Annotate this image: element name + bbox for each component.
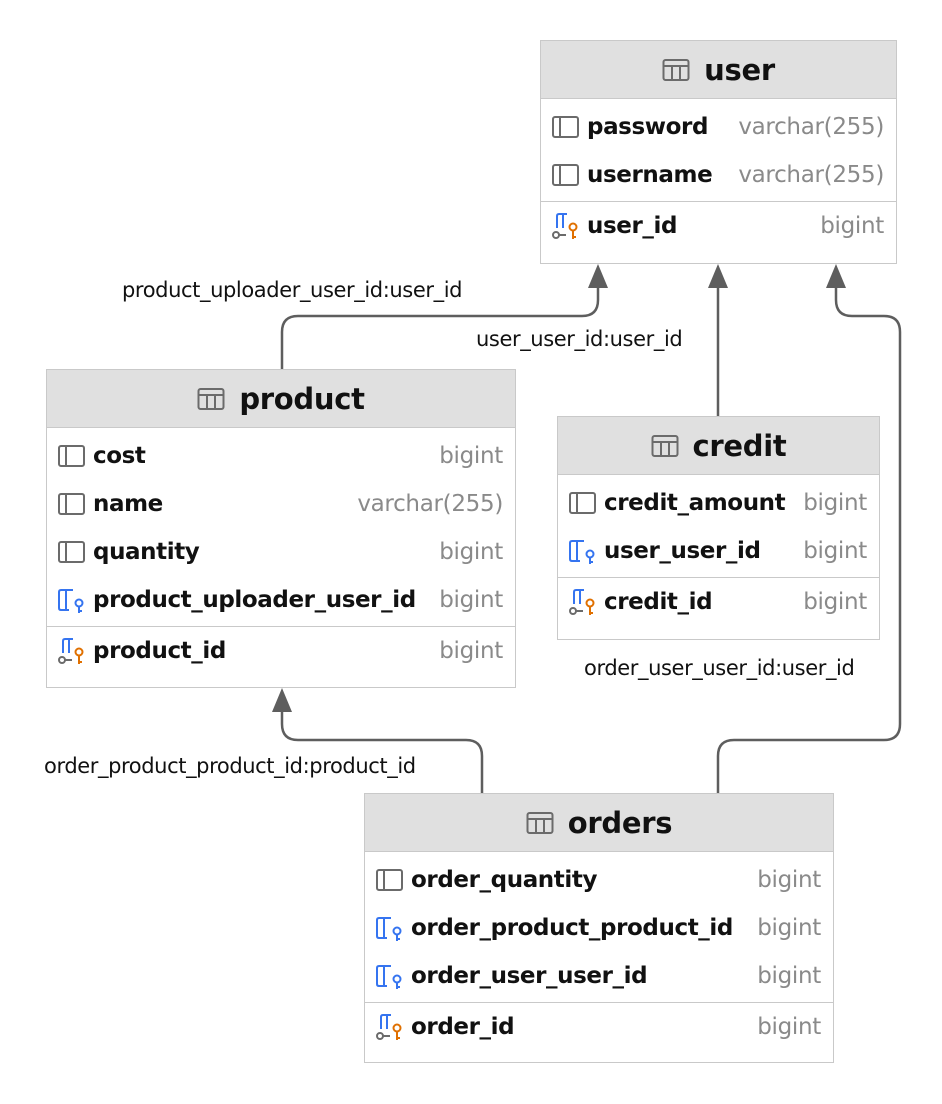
column-name: order_quantity (411, 867, 598, 893)
column-type: bigint (803, 589, 867, 615)
column-row[interactable]: order_user_user_id bigint (365, 952, 833, 1000)
column-row[interactable]: order_quantity bigint (365, 856, 833, 904)
column-name: cost (93, 443, 146, 469)
connector-orders-user (716, 286, 902, 793)
table-title-orders: orders (567, 805, 673, 840)
column-icon (57, 490, 87, 518)
relation-label-orders-product: order_product_product_id:product_id (44, 754, 416, 778)
connector-orders-product (280, 710, 484, 793)
column-row[interactable]: product_uploader_user_id bigint (47, 576, 515, 624)
table-icon (526, 811, 554, 835)
arrowhead-product-user (588, 264, 608, 288)
foreign-key-icon (375, 962, 405, 990)
column-row[interactable]: username varchar(255) (541, 151, 896, 199)
primary-key-row[interactable]: credit_id bigint (558, 578, 879, 626)
column-name: order_user_user_id (411, 963, 648, 989)
column-row[interactable]: order_product_product_id bigint (365, 904, 833, 952)
column-type: bigint (803, 490, 867, 516)
table-title-user: user (704, 52, 775, 87)
table-header-orders[interactable]: orders (365, 794, 833, 852)
column-name: username (587, 162, 713, 188)
column-name: product_id (93, 638, 226, 664)
column-icon (551, 161, 581, 189)
primary-key-row[interactable]: order_id bigint (365, 1003, 833, 1051)
column-icon (568, 489, 598, 517)
column-name: product_uploader_user_id (93, 587, 416, 613)
column-type: varchar(255) (738, 162, 884, 188)
column-row[interactable]: user_user_id bigint (558, 527, 879, 575)
column-icon (551, 113, 581, 141)
table-product[interactable]: product cost bigint name varchar(255) quanti… (46, 369, 516, 688)
primary-key-row[interactable]: user_id bigint (541, 202, 896, 250)
column-row[interactable]: credit_amount bigint (558, 479, 879, 527)
relation-label-product-user: product_uploader_user_id:user_id (122, 278, 463, 302)
column-row[interactable]: name varchar(255) (47, 480, 515, 528)
relation-label-credit-user: user_user_id:user_id (476, 327, 683, 351)
column-type: bigint (757, 915, 821, 941)
column-type: bigint (820, 213, 884, 239)
column-name: order_id (411, 1014, 515, 1040)
column-name: credit_id (604, 589, 713, 615)
table-header-product[interactable]: product (47, 370, 515, 428)
arrowhead-orders-product (272, 688, 292, 712)
primary-key-icon (375, 1013, 405, 1041)
relation-label-orders-user: order_user_user_id:user_id (584, 656, 855, 680)
column-type: bigint (439, 587, 503, 613)
table-header-credit[interactable]: credit (558, 417, 879, 475)
primary-key-divider (541, 201, 896, 202)
foreign-key-icon (375, 914, 405, 942)
column-type: bigint (439, 443, 503, 469)
column-name: name (93, 491, 163, 517)
table-icon (662, 58, 690, 82)
column-type: bigint (757, 1014, 821, 1040)
column-type: bigint (803, 538, 867, 564)
arrowhead-orders-user (826, 264, 846, 288)
table-header-user[interactable]: user (541, 41, 896, 99)
primary-key-icon (551, 212, 581, 240)
arrowhead-credit-user (708, 264, 728, 288)
foreign-key-icon (568, 537, 598, 565)
column-name: credit_amount (604, 490, 786, 516)
column-name: user_user_id (604, 538, 761, 564)
primary-key-divider (365, 1002, 833, 1003)
primary-key-row[interactable]: product_id bigint (47, 627, 515, 675)
column-row[interactable]: quantity bigint (47, 528, 515, 576)
column-row[interactable]: cost bigint (47, 432, 515, 480)
table-icon (651, 434, 679, 458)
column-icon (57, 442, 87, 470)
table-title-product: product (239, 381, 365, 416)
table-title-credit: credit (692, 428, 787, 463)
column-type: bigint (439, 539, 503, 565)
connector-product-user (280, 286, 600, 369)
primary-key-icon (568, 588, 598, 616)
column-icon (57, 538, 87, 566)
column-type: bigint (757, 963, 821, 989)
primary-key-divider (558, 577, 879, 578)
column-name: password (587, 114, 709, 140)
column-type: varchar(255) (738, 114, 884, 140)
table-user[interactable]: user password varchar(255) username varchar… (540, 40, 897, 264)
primary-key-icon (57, 637, 87, 665)
column-name: quantity (93, 539, 200, 565)
column-type: varchar(255) (357, 491, 503, 517)
column-name: order_product_product_id (411, 915, 733, 941)
column-type: bigint (757, 867, 821, 893)
column-icon (375, 866, 405, 894)
primary-key-divider (47, 626, 515, 627)
column-name: user_id (587, 213, 678, 239)
table-icon (197, 387, 225, 411)
column-row[interactable]: password varchar(255) (541, 103, 896, 151)
column-type: bigint (439, 638, 503, 664)
foreign-key-icon (57, 586, 87, 614)
